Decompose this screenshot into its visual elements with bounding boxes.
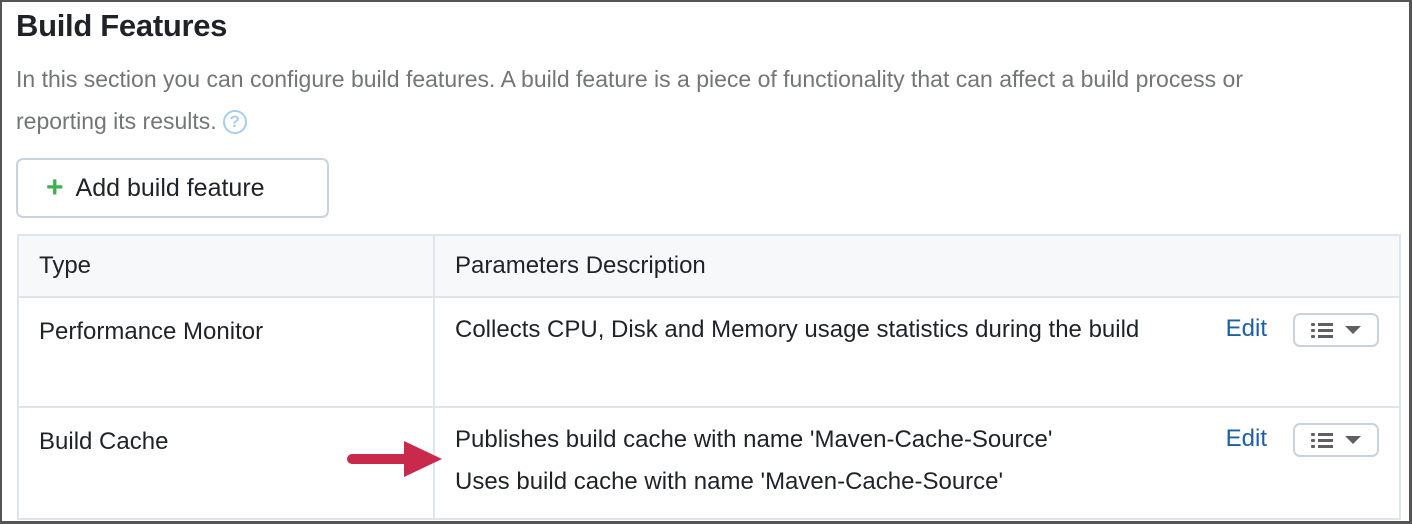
actions-menu-button[interactable] (1293, 423, 1379, 457)
feature-params: Collects CPU, Disk and Memory usage stat… (455, 316, 1140, 343)
add-build-feature-label: Add build feature (75, 173, 265, 202)
description-text: In this section you can configure build … (16, 66, 1243, 134)
arrow-right-icon (347, 441, 442, 477)
chevron-down-icon (1345, 436, 1361, 444)
table-row: Build Cache Publishes build cache with n… (17, 406, 1401, 520)
params-line: Uses build cache with name 'Maven-Cache-… (455, 468, 1004, 495)
actions-menu-button[interactable] (1293, 313, 1379, 347)
list-icon (1311, 432, 1333, 448)
feature-params-cell: Collects CPU, Disk and Memory usage stat… (433, 296, 1401, 408)
list-icon (1311, 322, 1333, 338)
column-header-parameters: Parameters Description (433, 234, 1401, 298)
add-build-feature-button[interactable]: + Add build feature (16, 158, 329, 218)
table-row: Performance Monitor Collects CPU, Disk a… (17, 296, 1401, 408)
page-title: Build Features (16, 8, 228, 43)
feature-type: Performance Monitor (17, 296, 435, 408)
edit-link[interactable]: Edit (1225, 315, 1267, 342)
table-header-row: Type Parameters Description (17, 234, 1401, 298)
question-circle-icon[interactable]: ? (222, 110, 247, 134)
chevron-down-icon (1345, 326, 1361, 334)
build-features-table: Type Parameters Description Performance … (17, 234, 1401, 520)
feature-params-cell: Publishes build cache with name 'Maven-C… (433, 406, 1401, 520)
section-description: In this section you can configure build … (16, 58, 1296, 142)
edit-link[interactable]: Edit (1225, 425, 1267, 452)
plus-icon: + (46, 171, 64, 204)
params-line: Publishes build cache with name 'Maven-C… (455, 426, 1053, 453)
column-header-type: Type (17, 234, 435, 298)
feature-params: Publishes build cache with name 'Maven-C… (455, 419, 1195, 503)
